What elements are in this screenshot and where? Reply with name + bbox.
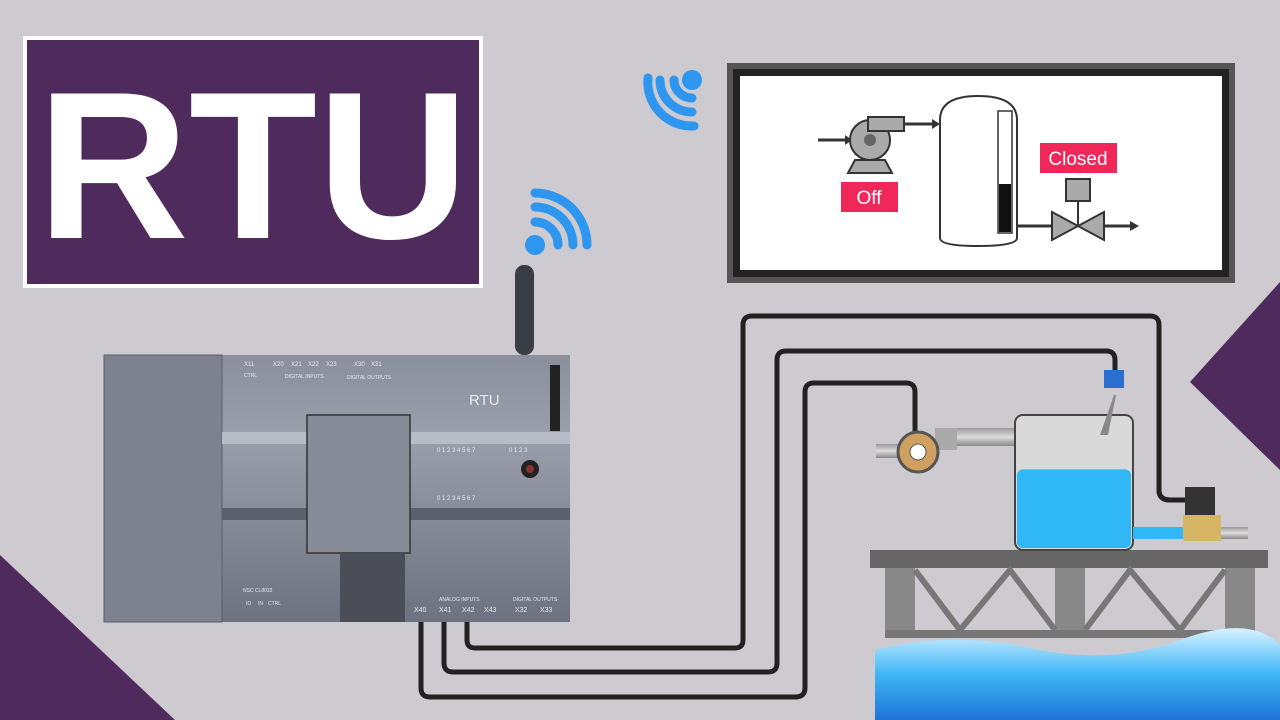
svg-text:CTRL: CTRL (268, 601, 281, 607)
wireless-signal-icon (525, 188, 592, 255)
svg-text:CTRL: CTRL (244, 373, 257, 379)
svg-text:DIGITAL OUTPUTS: DIGITAL OUTPUTS (347, 375, 392, 381)
title: RTU (37, 48, 469, 283)
pump-status-badge (841, 182, 898, 212)
valve-status-badge (1040, 143, 1117, 173)
svg-text:X32: X32 (515, 607, 528, 614)
hmi-pump-icon (818, 116, 940, 174)
svg-text:IO: IO (246, 601, 251, 607)
svg-text:X23: X23 (326, 362, 337, 368)
svg-text:Off: Off (857, 188, 883, 209)
svg-text:X42: X42 (462, 607, 475, 614)
rtu-label: RTU (469, 392, 500, 409)
svg-text:X43: X43 (484, 607, 497, 614)
svg-text:X22: X22 (308, 362, 319, 368)
svg-text:X11: X11 (244, 362, 255, 368)
rtu-device: RTU X11 CTRL X20 X21 X22 X23 DIGITAL INP… (103, 265, 570, 623)
svg-text:DIGITAL OUTPUTS: DIGITAL OUTPUTS (513, 597, 558, 603)
hmi-valve-icon (1017, 178, 1139, 242)
svg-text:X21: X21 (291, 362, 302, 368)
svg-text:0 1 2 3 4 5 6 7: 0 1 2 3 4 5 6 7 (437, 448, 476, 454)
level-sensor (1100, 370, 1124, 435)
svg-text:IN: IN (258, 601, 263, 607)
pump (896, 428, 957, 474)
tank (1014, 414, 1134, 551)
decor-triangle-right (1190, 282, 1280, 470)
svg-text:X41: X41 (439, 607, 452, 614)
svg-text:X40: X40 (414, 607, 427, 614)
water (875, 628, 1280, 720)
svg-text:0 1 2 3: 0 1 2 3 (509, 448, 528, 454)
antenna (515, 265, 534, 355)
platform (870, 550, 1268, 638)
tank-water-level (1017, 469, 1131, 548)
solenoid-valve (1183, 487, 1221, 541)
title-box: RTU (23, 36, 483, 288)
svg-text:ANALOG INPUTS: ANALOG INPUTS (439, 597, 480, 603)
hmi-screen: Off Closed (727, 63, 1235, 283)
svg-text:Closed: Closed (1048, 149, 1107, 170)
svg-text:NSC CL8032: NSC CL8032 (243, 588, 273, 594)
hmi-tank (939, 94, 1018, 248)
hmi-level-bar (999, 184, 1011, 232)
svg-text:0 1 2 3 4 5 6 7: 0 1 2 3 4 5 6 7 (437, 496, 476, 502)
svg-text:X31: X31 (371, 362, 382, 368)
svg-text:X30: X30 (354, 362, 365, 368)
decor-triangle-left (0, 555, 175, 720)
svg-text:X33: X33 (540, 607, 553, 614)
svg-text:X20: X20 (273, 362, 284, 368)
wireless-signal-icon (643, 70, 702, 131)
svg-text:DIGITAL INPUTS: DIGITAL INPUTS (285, 374, 324, 380)
